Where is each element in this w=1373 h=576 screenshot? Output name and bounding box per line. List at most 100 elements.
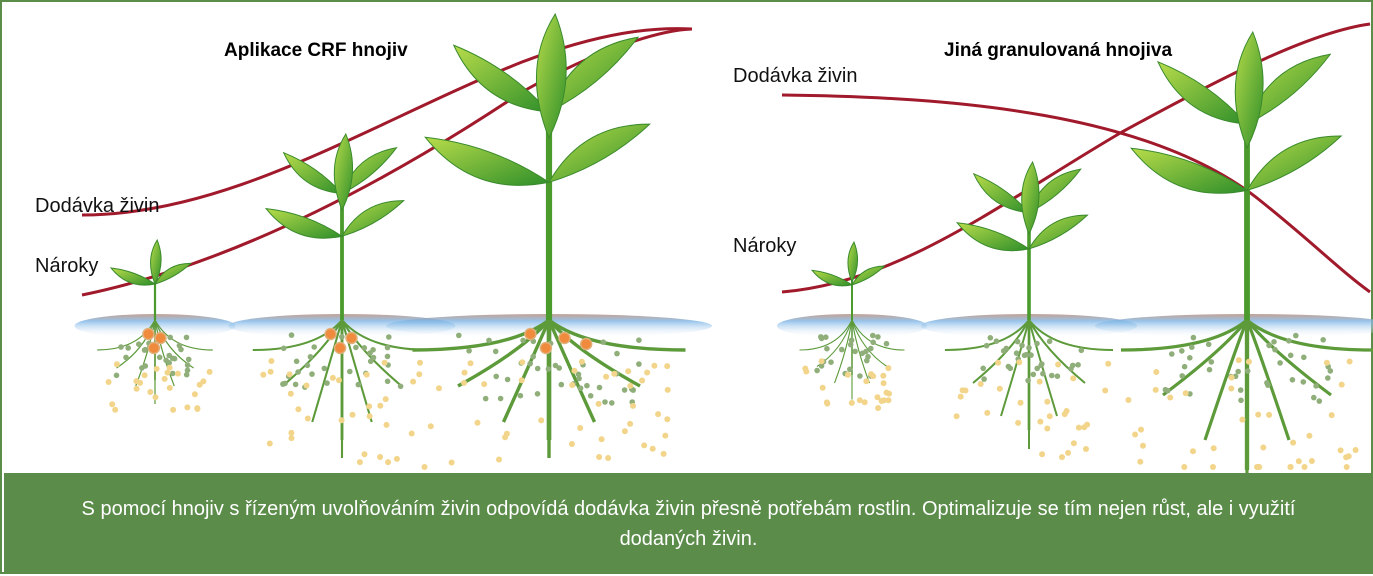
granule-green	[1182, 364, 1188, 370]
granule-yellow	[627, 383, 633, 389]
granule-green	[1271, 339, 1277, 345]
granule-green	[1187, 355, 1193, 361]
granule-green	[870, 333, 876, 339]
granule-green	[1301, 379, 1307, 385]
granule-green	[1189, 344, 1195, 350]
granule-green	[602, 399, 608, 405]
granule-green	[498, 396, 504, 402]
granule-yellow	[1260, 445, 1266, 451]
granule-green	[309, 371, 315, 377]
granule-orange	[581, 339, 592, 350]
granule-yellow	[267, 441, 273, 447]
granule-green	[493, 349, 499, 355]
granule-yellow	[154, 366, 160, 372]
granule-yellow	[885, 365, 891, 371]
granule-yellow	[194, 406, 200, 412]
granule-green	[143, 363, 149, 369]
granule-yellow	[630, 403, 636, 409]
granule-green	[1290, 377, 1296, 383]
granule-yellow	[519, 377, 525, 383]
granule-yellow	[599, 436, 605, 442]
granule-green	[1313, 383, 1319, 389]
granule-green	[123, 355, 129, 361]
granule-green	[483, 396, 489, 402]
granule-yellow	[1137, 459, 1143, 465]
granule-yellow	[1329, 412, 1335, 418]
granule-green	[1075, 362, 1081, 368]
granule-green	[184, 335, 190, 341]
granule-yellow	[603, 374, 609, 380]
granule-yellow	[1229, 375, 1235, 381]
granule-green	[636, 337, 642, 343]
granule-yellow	[336, 377, 342, 383]
granule-yellow	[569, 382, 575, 388]
granule-green	[1008, 366, 1014, 372]
granule-green	[839, 347, 845, 353]
granule-yellow	[995, 360, 1001, 366]
granule-yellow	[133, 378, 139, 384]
granule-green	[172, 356, 178, 362]
granule-green	[163, 358, 169, 364]
granule-green	[1301, 355, 1307, 361]
granule-yellow	[1344, 464, 1350, 470]
granule-green	[814, 368, 820, 374]
granule-yellow	[385, 459, 391, 465]
granule-yellow	[997, 386, 1003, 392]
granule-yellow	[428, 423, 434, 429]
granule-yellow	[112, 407, 118, 413]
granule-green	[385, 354, 391, 360]
granule-yellow	[192, 391, 198, 397]
granule-green	[823, 334, 829, 340]
granule-yellow	[1239, 417, 1245, 423]
granule-green	[597, 385, 603, 391]
granule-yellow	[1070, 375, 1076, 381]
granule-yellow	[382, 360, 388, 366]
granule-yellow	[295, 406, 301, 412]
granule-yellow	[1211, 445, 1217, 451]
granule-yellow	[958, 394, 964, 400]
granule-green	[868, 346, 874, 352]
leaf	[454, 45, 549, 112]
granule-yellow	[984, 410, 990, 416]
right-supply-curve	[782, 95, 1370, 292]
granule-yellow	[436, 385, 442, 391]
granule-yellow	[357, 459, 363, 465]
granule-yellow	[461, 380, 467, 386]
granule-yellow	[569, 441, 575, 447]
granule-yellow	[1044, 426, 1050, 432]
granule-green	[386, 334, 392, 340]
granule-green	[824, 346, 830, 352]
granule-green	[636, 361, 642, 367]
leaf	[1158, 62, 1247, 124]
caption-banner: S pomocí hnojiv s řízeným uvolňováním ži…	[4, 473, 1373, 574]
granule-orange	[559, 333, 570, 344]
granule-green	[398, 384, 404, 390]
granule-orange	[540, 343, 551, 354]
granule-orange	[525, 329, 536, 340]
granule-green	[166, 353, 172, 359]
soil-surfaces	[75, 314, 1373, 338]
granule-green	[1031, 372, 1037, 378]
granule-orange	[325, 329, 336, 340]
granule-yellow	[820, 385, 826, 391]
granule-yellow	[462, 370, 468, 376]
granule-yellow	[1287, 464, 1293, 470]
granule-green	[530, 354, 536, 360]
top-leaf	[1235, 32, 1263, 148]
granule-green	[456, 333, 462, 339]
granule-green	[178, 347, 184, 353]
granule-yellow	[1181, 464, 1187, 470]
granule-yellow	[184, 404, 190, 410]
granule-yellow	[1059, 454, 1065, 460]
granule-yellow	[170, 407, 176, 413]
granule-green	[847, 367, 853, 373]
granule-yellow	[1140, 443, 1146, 449]
granule-green	[295, 369, 301, 375]
granule-yellow	[886, 397, 892, 403]
granule-yellow	[496, 457, 502, 463]
granule-green	[125, 345, 131, 351]
granule-green	[584, 383, 590, 389]
granule-green	[371, 355, 377, 361]
granule-green	[601, 339, 607, 345]
granule-green	[282, 381, 288, 387]
